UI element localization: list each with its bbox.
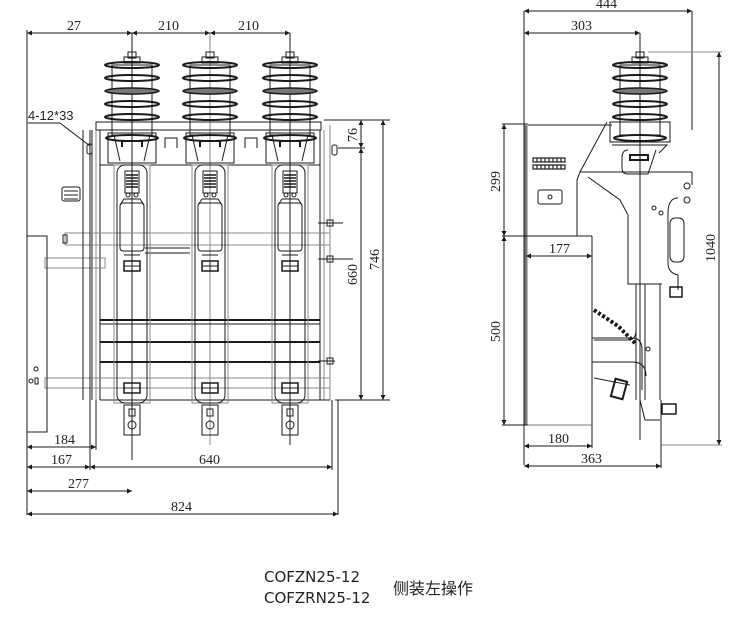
- mounting-description: 侧装左操作: [393, 579, 474, 598]
- side-left-dimensions: [501, 123, 528, 426]
- dim-27: 27: [67, 19, 81, 34]
- side-right-dimensions: [648, 51, 722, 446]
- dim-180: 180: [548, 432, 569, 447]
- dim-277: 277: [68, 477, 89, 492]
- side-view: 444 303: [489, 0, 722, 469]
- dim-76: 76: [346, 128, 361, 142]
- dim-363: 363: [581, 452, 602, 467]
- dim-660: 660: [346, 264, 361, 285]
- dim-167: 167: [51, 453, 72, 468]
- dim-299: 299: [489, 171, 504, 192]
- dim-1040: 1040: [704, 234, 719, 262]
- front-bottom-dimensions: [27, 400, 339, 517]
- dim-210-b: 210: [238, 19, 259, 34]
- dim-177: 177: [549, 242, 570, 257]
- dim-824: 824: [171, 500, 192, 515]
- dim-444: 444: [596, 0, 617, 12]
- side-bottom-dimensions: [524, 425, 662, 469]
- dim-746: 746: [368, 249, 383, 270]
- side-top-dimensions: [523, 8, 693, 465]
- front-view: 27 210 210: [26, 19, 390, 517]
- front-top-dimensions: [27, 30, 291, 460]
- dim-303: 303: [571, 19, 592, 34]
- hole-spec-label: 4-12*33: [28, 108, 74, 123]
- dim-500: 500: [489, 321, 504, 342]
- dim-184: 184: [54, 433, 75, 448]
- dim-210-a: 210: [158, 19, 179, 34]
- side-body: [524, 121, 693, 445]
- model-caption: COFZN25-12 COFZRN25-12: [264, 567, 370, 609]
- right-bolts: [318, 144, 353, 365]
- model-name-2: COFZRN25-12: [264, 589, 371, 607]
- operating-mechanism: [26, 130, 91, 445]
- model-name-1: COFZN25-12: [264, 568, 360, 586]
- front-right-dimensions: [324, 119, 390, 401]
- dim-640: 640: [199, 453, 220, 468]
